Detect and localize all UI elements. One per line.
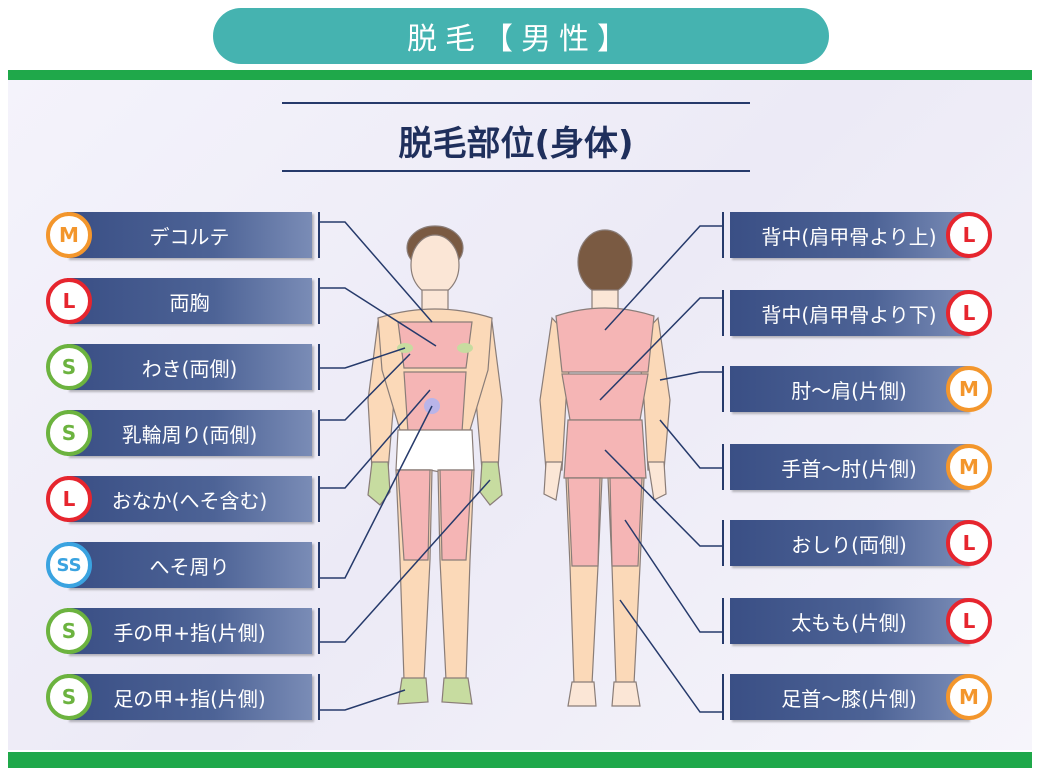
size-badge: M [946,366,992,412]
bracket-mark [318,410,320,456]
size-badge: S [46,674,92,720]
size-badge: L [46,278,92,324]
size-badge: M [46,212,92,258]
area-label-lower-back: 背中(肩甲骨より下) [730,290,968,336]
leader-lines-left [320,221,491,711]
size-badge: L [946,212,992,258]
bracket-mark [722,674,724,720]
bracket-mark [722,290,724,336]
area-label-decollete: デコルテ [67,212,312,258]
bracket-mark [318,674,320,720]
size-badge: L [946,598,992,644]
size-badge: L [946,290,992,336]
area-label-foot: 足の甲+指(片側) [67,674,312,720]
size-badge: S [46,410,92,456]
area-label-lower-leg: 足首～膝(片側) [730,674,968,720]
bracket-mark [318,344,320,390]
size-badge: L [946,520,992,566]
bracket-mark [318,608,320,654]
area-label-navel: へそ周り [67,542,312,588]
area-label-underarm: わき(両側) [67,344,312,390]
area-label-stomach: おなか(へそ含む) [67,476,312,522]
area-label-areola: 乳輪周り(両側) [67,410,312,456]
bracket-mark [722,520,724,566]
bracket-mark [318,476,320,522]
front-figure [367,225,503,705]
area-label-thigh: 太もも(片側) [730,598,968,644]
size-badge: S [46,608,92,654]
bracket-mark [722,598,724,644]
area-label-upper-back: 背中(肩甲骨より上) [730,212,968,258]
section-subtitle: 脱毛部位(身体) [398,123,634,164]
bracket-mark [318,212,320,258]
area-label-buttocks: おしり(両側) [730,520,968,566]
bracket-mark [722,212,724,258]
area-label-upper-arm: 肘～肩(片側) [730,366,968,412]
bracket-mark [318,542,320,588]
area-label-forearm: 手首～肘(片側) [730,444,968,490]
bracket-mark [318,278,320,324]
page-title: 脱毛【男性】 [213,8,829,64]
area-label-chest: 両胸 [67,278,312,324]
size-badge: SS [46,542,92,588]
top-divider [8,70,1032,80]
size-badge: L [46,476,92,522]
leader-lines-right [599,225,722,713]
size-badge: M [946,674,992,720]
bracket-mark [722,444,724,490]
subtitle-rule-bottom [282,170,750,172]
back-figure [539,229,671,707]
bottom-divider [8,752,1032,768]
size-badge: S [46,344,92,390]
area-label-hand: 手の甲+指(片側) [67,608,312,654]
size-badge: M [946,444,992,490]
subtitle-rule-top [282,102,750,104]
bracket-mark [722,366,724,412]
